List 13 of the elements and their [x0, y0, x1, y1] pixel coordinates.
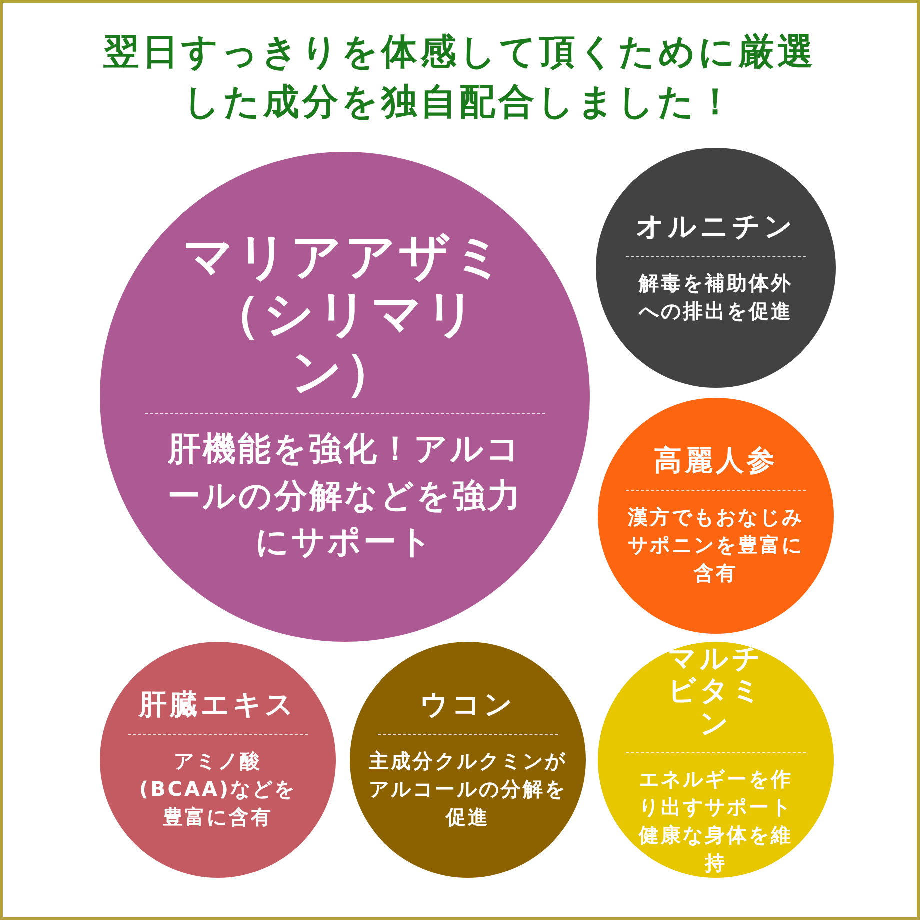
ingredient-name: マルチビタミン: [667, 643, 765, 740]
ingredient-description: 漢方でもおなじみサポニンを豊富に含有: [626, 504, 805, 587]
title: 翌日すっきりを体感して頂くために厳選した成分を独自配合しました！: [102, 31, 818, 125]
ingredient-description: 主成分クルクミンがアルコールの分解を促進: [368, 748, 568, 831]
ingredient-name: 高麗人参: [653, 445, 779, 478]
ingredient-description: 解毒を補助体外への排出を促進: [638, 270, 794, 325]
ingredient-name: 肝臓エキス: [138, 689, 298, 722]
ingredient-description: 肝機能を強化！アルコールの分解などを強力にサポート: [166, 428, 524, 563]
ingredient-name: マリアアザミ（シリマリン）: [182, 228, 508, 402]
ingredient-name: オルニチン: [635, 211, 797, 244]
ingredient-description: アミノ酸(BCAA)などを豊富に含有: [138, 748, 298, 831]
ingredient-name: ウコン: [419, 689, 517, 722]
ingredient-description: エネルギーを作り出すサポート健康な身体を維持: [638, 766, 794, 877]
